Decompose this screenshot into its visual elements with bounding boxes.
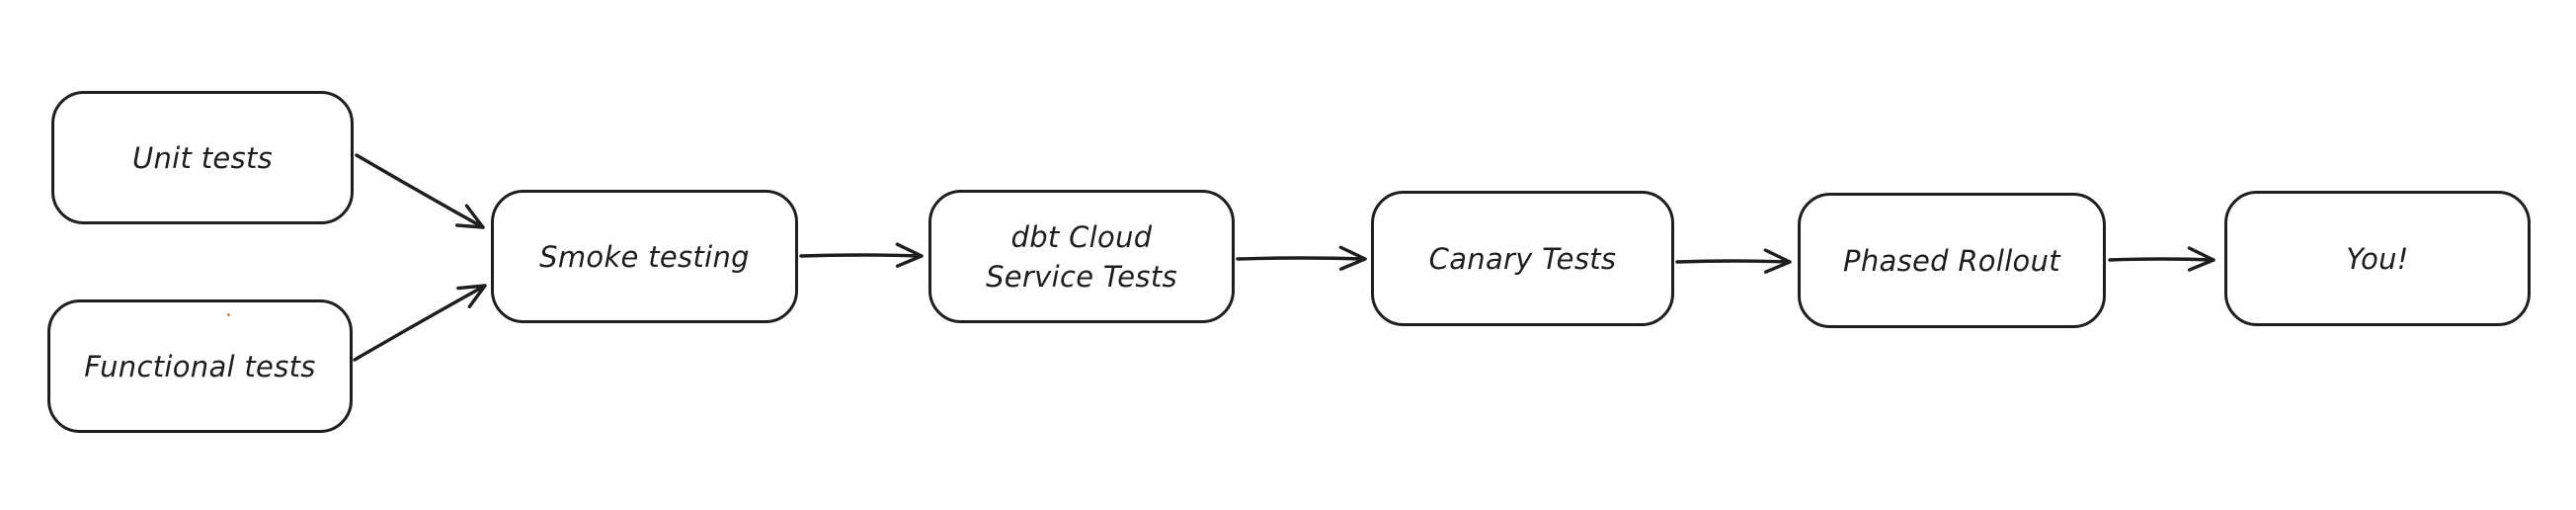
arrow-line xyxy=(2108,246,2215,272)
edge-smoke-testing-to-dbt-cloud-service-tests[interactable] xyxy=(799,242,924,268)
node-label: Unit tests xyxy=(131,140,274,175)
edge-unit-tests-to-smoke-testing[interactable] xyxy=(355,153,485,229)
node-you[interactable]: You! xyxy=(2224,191,2531,326)
node-unit-tests[interactable]: Unit tests xyxy=(51,91,354,224)
node-functional-tests[interactable]: Functional tests xyxy=(47,299,353,433)
node-label: Functional tests xyxy=(84,349,316,383)
node-label: Canary Tests xyxy=(1428,241,1617,276)
edge-dbt-cloud-service-tests-to-canary-tests[interactable] xyxy=(1236,245,1367,271)
arrow-line xyxy=(353,284,487,362)
node-label: Smoke testing xyxy=(539,239,750,274)
arrow-line xyxy=(1675,248,1792,274)
node-canary-tests[interactable]: Canary Tests xyxy=(1371,191,1674,326)
edge-canary-tests-to-phased-rollout[interactable] xyxy=(1675,248,1792,274)
node-label: You! xyxy=(2346,241,2409,276)
edge-phased-rollout-to-you[interactable] xyxy=(2108,246,2215,272)
arrow-line xyxy=(799,242,924,268)
node-label: dbt Cloud Service Tests xyxy=(986,219,1177,294)
node-label: Phased Rollout xyxy=(1843,243,2060,278)
node-smoke-testing[interactable]: Smoke testing xyxy=(491,190,798,323)
node-phased-rollout[interactable]: Phased Rollout xyxy=(1798,193,2106,328)
edge-functional-tests-to-smoke-testing[interactable] xyxy=(353,284,487,362)
red-speck-artifact xyxy=(227,313,230,316)
node-dbt-cloud-service-tests[interactable]: dbt Cloud Service Tests xyxy=(928,190,1235,323)
arrow-line xyxy=(1236,245,1367,271)
arrow-line xyxy=(355,153,485,229)
